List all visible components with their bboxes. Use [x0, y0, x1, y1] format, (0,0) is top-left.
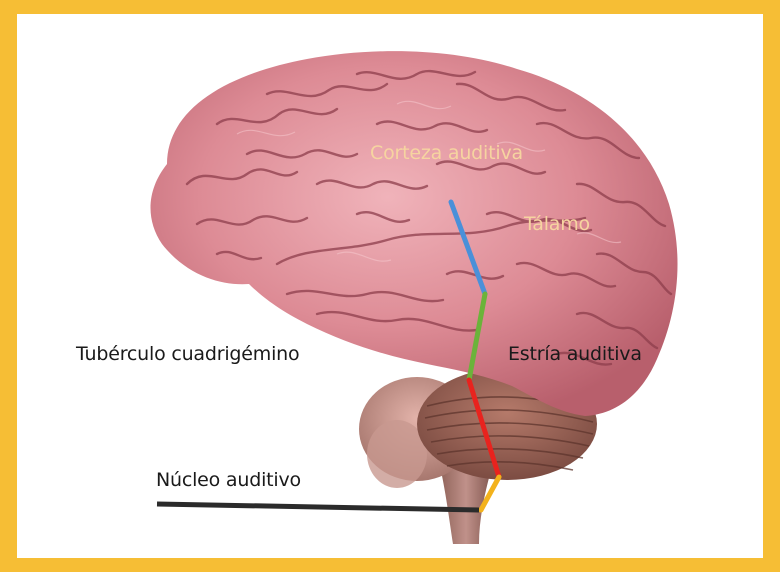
- label-auditory-cortex: Corteza auditiva: [370, 142, 523, 164]
- label-quadrigeminal-tubercle: Tubérculo cuadrigémino: [76, 343, 299, 365]
- label-auditory-stria: Estría auditiva: [508, 343, 642, 365]
- diagram-frame: Corteza auditiva Tálamo Tubérculo cuadri…: [17, 14, 763, 558]
- brain-illustration: [17, 14, 763, 558]
- label-auditory-nucleus: Núcleo auditivo: [156, 469, 301, 491]
- nucleus-pointer-line: [157, 504, 479, 510]
- label-thalamus: Tálamo: [524, 213, 590, 235]
